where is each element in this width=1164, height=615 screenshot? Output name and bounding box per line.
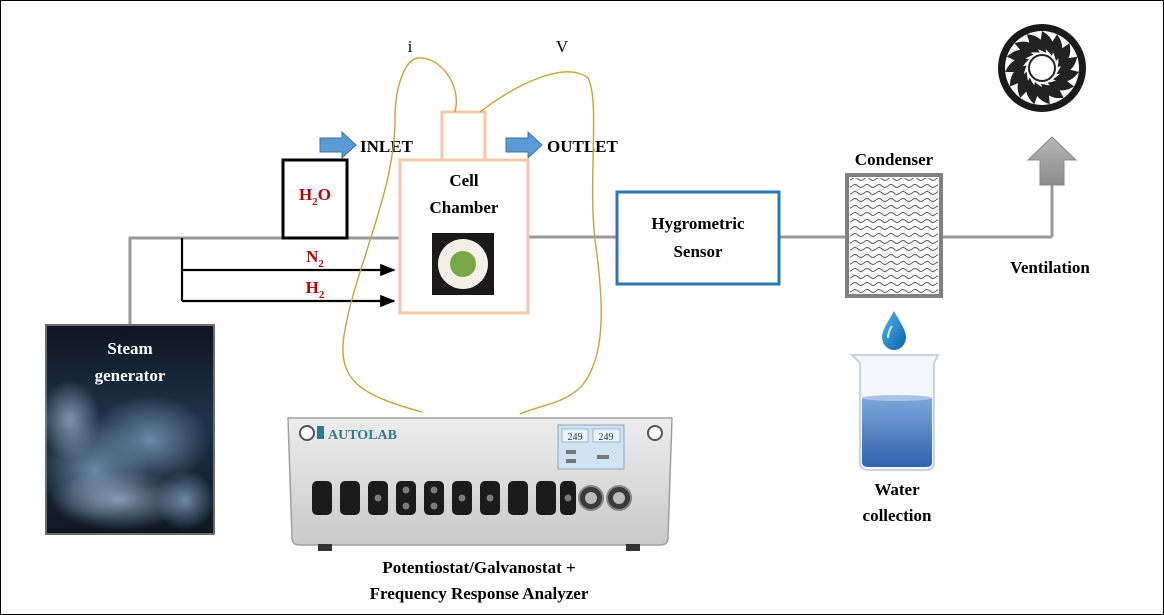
instrument-label-line2: Frequency Response Analyzer [370, 584, 589, 603]
device-knob-left [299, 425, 315, 441]
steam-label-line1: Steam [107, 339, 152, 358]
water-drop-icon [882, 311, 906, 350]
device-display: 249 249 [557, 424, 625, 470]
device-connectors [312, 481, 576, 515]
beaker-icon [849, 354, 940, 471]
cell-chamber: Cell Chamber [398, 110, 530, 315]
condenser-label: Condenser [855, 150, 934, 169]
outlet-arrow-icon [505, 130, 543, 160]
water-box: H2O [281, 158, 349, 240]
feed-lines [180, 238, 396, 308]
autolab-logo-icon [317, 426, 324, 439]
condenser: Condenser [845, 150, 943, 298]
outlet-label: OUTLET [547, 137, 619, 156]
electrode-disc [450, 251, 476, 277]
bnc-connectors [578, 485, 632, 511]
steam-label-line2: generator [95, 366, 166, 385]
exhaust-arrow-icon [1026, 136, 1078, 186]
device-brand: AUTOLAB [328, 428, 397, 443]
water-collection-line1: Water [874, 480, 920, 499]
hydrogen-label: H2 [306, 278, 325, 301]
ventilation-label: Ventilation [1010, 258, 1090, 277]
measurement-wires [342, 57, 602, 415]
sensor-label-line1: Hygrometric [651, 214, 745, 233]
device-jacks [374, 486, 572, 510]
cell-label-line1: Cell [449, 171, 479, 190]
instrument-label-line1: Potentiostat/Galvanostat + [382, 558, 575, 577]
potentiostat-device: AUTOLAB 249 249 [287, 417, 673, 551]
hygrometric-sensor: Hygrometric Sensor [615, 190, 781, 286]
sensor-label-line2: Sensor [673, 242, 723, 261]
display-value-1: 249 [568, 432, 583, 443]
current-label: i [408, 37, 413, 56]
nitrogen-label: N2 [306, 247, 324, 270]
water-collection-line2: collection [863, 506, 932, 525]
cell-label-line2: Chamber [430, 198, 499, 217]
device-knob-right [647, 425, 663, 441]
voltage-label: V [556, 37, 569, 56]
display-value-2: 249 [599, 432, 614, 443]
inlet-label: INLET [360, 137, 414, 156]
inlet-arrow-icon [319, 130, 357, 160]
water-label: H2O [299, 185, 331, 208]
fan-icon [998, 24, 1086, 112]
steam-generator: Steam generator [40, 324, 215, 535]
